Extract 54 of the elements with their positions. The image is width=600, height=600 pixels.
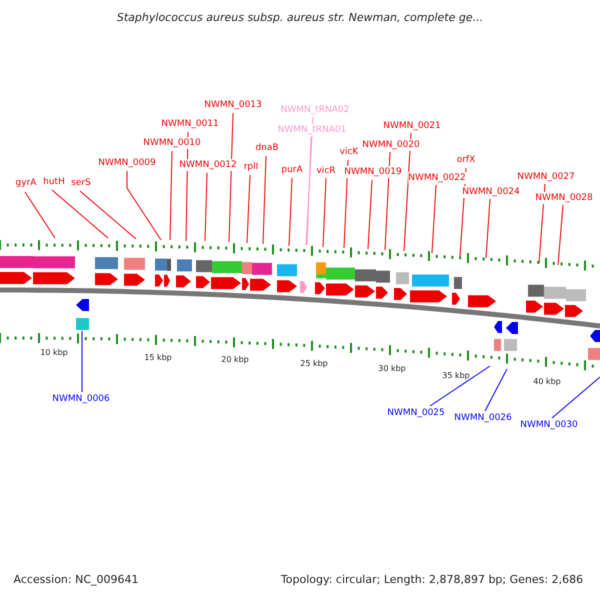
gene-label: NWMN_0025 — [387, 407, 445, 419]
leader-line — [404, 132, 412, 252]
gene-label: NWMN_0019 — [344, 166, 402, 178]
scale-label: 10 kbp — [40, 347, 68, 359]
gene-label: NWMN_0027 — [517, 171, 575, 183]
gene-label: purA — [281, 164, 303, 176]
scale-label: 30 kbp — [378, 363, 406, 375]
scale-label: 15 kbp — [144, 352, 172, 364]
gene-label: NWMN_0020 — [362, 139, 420, 151]
leader-line — [432, 184, 436, 254]
gene-label: NWMN_tRNA01 — [278, 124, 346, 136]
scale-label: 25 kbp — [300, 358, 328, 370]
gene-label: gyrA — [16, 177, 36, 189]
leader-line — [368, 180, 372, 250]
leader-line — [552, 376, 600, 418]
leader-line — [288, 178, 292, 246]
gene-label: NWMN_0021 — [383, 120, 441, 132]
leader-line — [80, 190, 136, 240]
gene-label: NWMN_0010 — [143, 137, 201, 149]
leader-line — [204, 172, 208, 242]
leader-line — [52, 190, 108, 238]
leader-line — [306, 136, 312, 246]
scale-label: 40 kbp — [533, 376, 561, 388]
scale-label: 35 kbp — [442, 370, 470, 382]
gene-label: NWMN_0028 — [535, 192, 593, 204]
gene-label: NWMN_0013 — [204, 99, 262, 111]
leader-line — [246, 174, 250, 244]
leader-line — [484, 368, 508, 412]
leader-line — [558, 204, 564, 266]
leader-line — [126, 170, 162, 240]
gene-label: NWMN_0009 — [98, 157, 156, 169]
leader-line — [486, 198, 490, 258]
accession-label: Accession: NC_009641 — [13, 574, 139, 586]
leader-line — [430, 366, 490, 406]
gene-label: NWMN_tRNA02 — [280, 104, 350, 116]
gene-label: NWMN_0022 — [408, 172, 466, 184]
gene-label: NWMN_0012 — [179, 159, 237, 171]
gene-label: NWMN_0006 — [52, 393, 110, 405]
genome-summary: Topology: circular; Length: 2,878,897 bp; Genes: 2,686 — [280, 574, 584, 586]
title: Staphylococcus aureus subsp. aureus str. Newman, complete ge... — [116, 12, 484, 24]
leader-line — [344, 160, 348, 248]
leader-line — [170, 150, 172, 240]
gene-label: rplI — [244, 161, 258, 173]
gene-label: NWMN_0030 — [520, 419, 578, 431]
leader-line — [24, 192, 56, 238]
gene-label: NWMN_0011 — [161, 118, 219, 130]
gene-label: NWMN_0026 — [454, 412, 512, 424]
leader-line — [384, 152, 390, 250]
scale-label: 20 kbp — [221, 354, 249, 366]
leader-line — [262, 156, 266, 244]
leader-line — [228, 112, 234, 242]
leader-line — [322, 178, 326, 248]
gene-label: NWMN_0024 — [462, 186, 520, 198]
leader-line — [306, 116, 314, 246]
